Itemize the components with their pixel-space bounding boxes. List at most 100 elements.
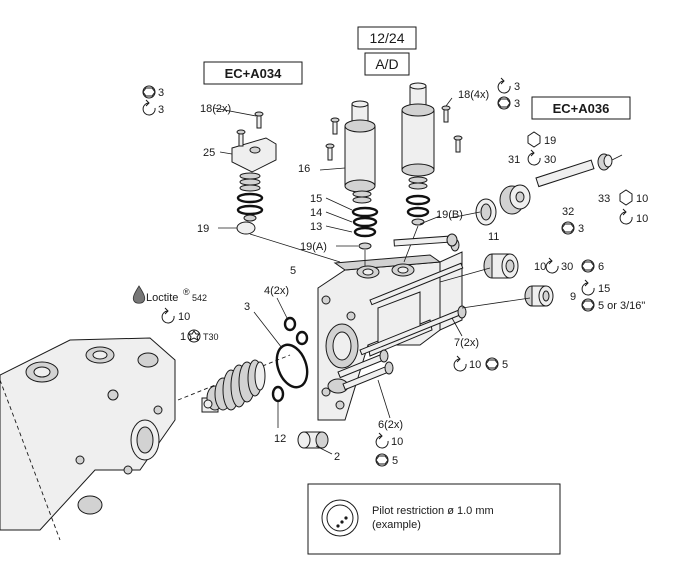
code-bottom-label: A/D [375, 56, 398, 72]
callout-16: 16 [298, 163, 310, 175]
torque-arrow-icon: 3 [142, 99, 164, 116]
callout-10-key: 6 [598, 261, 604, 273]
callout-10: 10 [534, 261, 546, 273]
kit-right-label: EC+A036 [553, 101, 610, 116]
part-9-plug [461, 285, 554, 309]
callout-19a: 19(A) [300, 241, 327, 253]
callout-5: 5 [290, 265, 296, 277]
callout-6: 6(2x) [378, 419, 403, 431]
part-7-screws [359, 238, 467, 356]
hex-key-icon: 3 [561, 221, 584, 235]
loctite-reg: ® [183, 287, 190, 297]
code-box-top: 12/24 [357, 26, 417, 50]
loctite-torque: 10 [178, 311, 190, 323]
callout-10-torque: 30 [561, 261, 573, 273]
bolt-19b [393, 233, 458, 247]
callout-11: 11 [488, 231, 499, 243]
callout-19b: 19(B) [436, 209, 463, 221]
part-18-screws-left [213, 107, 264, 147]
part-6-screws [337, 349, 394, 419]
hex-key-icon: 6 [581, 259, 604, 273]
code-top-label: 12/24 [369, 30, 404, 46]
hex-key-icon: 5 or 3/16" [581, 298, 645, 312]
torx-icon: T30 [187, 329, 219, 343]
hex-key-icon: 3 [497, 96, 520, 110]
callout-32-key: 3 [578, 223, 584, 235]
callout-6-torque: 10 [391, 436, 403, 448]
callout-9-key: 5 or 3/16" [598, 300, 645, 312]
hex-key-icon: 3 [142, 85, 164, 99]
callout-33-hex: 10 [636, 193, 648, 205]
torque-arrow-icon: 10 [453, 355, 481, 372]
torque-arrow-icon: 30 [545, 257, 573, 274]
loctite-brand: Loctite [146, 292, 178, 304]
callout-13: 13 [310, 221, 322, 233]
callout-1: 1 [180, 331, 186, 343]
callout-18-right: 18(4x) [458, 89, 489, 101]
callout-9-torque: 15 [598, 283, 610, 295]
part-32-adjusting-screw [535, 159, 595, 188]
callout-7-torque: 10 [469, 359, 481, 371]
callout-15: 15 [310, 193, 322, 205]
middle-spring-stack [325, 190, 379, 266]
note-line-2: (example) [372, 519, 421, 531]
hex-key-icon: 5 [485, 357, 508, 371]
part-2-plug [297, 431, 333, 455]
torque-arrow-icon: 10 [161, 307, 190, 324]
hex-key-icon: 5 [375, 453, 398, 467]
callout-19: 19 [197, 223, 209, 235]
solenoid-right [401, 82, 481, 263]
callout-33: 33 [598, 193, 610, 205]
callout-31-hex: 19 [544, 135, 556, 147]
kit-left-label: EC+A034 [225, 66, 282, 81]
callout-18-left: 18(2x) [200, 103, 231, 115]
callout-18-left-torque: 3 [158, 104, 164, 116]
callout-18-left-key: 3 [158, 87, 164, 99]
part-16-solenoid-middle [319, 100, 376, 193]
torque-arrow-icon: 15 [581, 279, 610, 296]
torque-arrow-icon: 3 [497, 77, 520, 94]
callout-12: 12 [274, 433, 286, 445]
callout-1-torx: T30 [203, 332, 219, 342]
callout-4: 4(2x) [264, 285, 289, 297]
note-line-1: Pilot restriction ø 1.0 mm [372, 505, 494, 517]
part-3-large-oring [253, 311, 309, 389]
callout-31-torque: 30 [544, 154, 556, 166]
callout-25: 25 [203, 147, 215, 159]
part-11-seal-ring [475, 198, 497, 226]
part-25-pilot-cap [219, 137, 277, 173]
hex-wrench-icon: 19 [527, 131, 556, 148]
loctite-grade: 542 [192, 293, 207, 303]
kit-box-right: EC+A036 [531, 96, 631, 120]
loctite-drop-icon: Loctite ® 542 [132, 285, 207, 304]
callout-3: 3 [244, 301, 250, 313]
callout-2: 2 [334, 451, 340, 463]
torque-arrow-icon: 10 [375, 432, 403, 449]
callout-6-key: 5 [392, 455, 398, 467]
part-33-lock-nut [597, 153, 623, 171]
callout-18-right-torque: 3 [514, 81, 520, 93]
torque-arrow-icon: 30 [527, 149, 556, 166]
code-box-bottom: A/D [364, 52, 410, 76]
torque-arrow-icon: 10 [619, 208, 648, 225]
callout-7-key: 5 [502, 359, 508, 371]
hex-wrench-icon: 10 [619, 189, 648, 206]
part-1-spring-assembly [177, 354, 291, 413]
callout-7: 7(2x) [454, 337, 479, 349]
part-31-nut [499, 184, 531, 215]
callout-33-torque: 10 [636, 213, 648, 225]
pilot-restriction-note: Pilot restriction ø 1.0 mm (example) [307, 483, 561, 555]
left-spring-stack [218, 172, 341, 263]
kit-box-left: EC+A034 [203, 61, 303, 85]
callout-32: 32 [562, 206, 574, 218]
part-10-plug [439, 253, 519, 283]
callout-31: 31 [508, 154, 520, 166]
part-4-small-orings [276, 297, 309, 346]
part-12-small-oring [271, 385, 285, 428]
callout-18-right-key: 3 [514, 98, 520, 110]
pump-housing [0, 337, 176, 541]
callout-14: 14 [310, 207, 322, 219]
callout-9: 9 [570, 291, 576, 303]
